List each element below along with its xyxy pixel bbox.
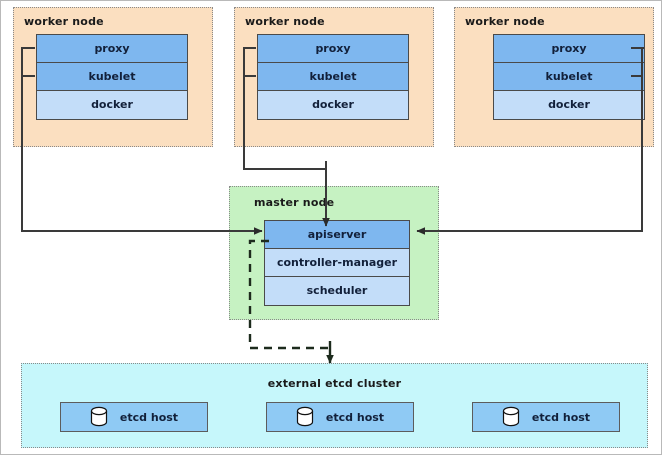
worker-node-group-3: worker node proxy kubelet docker <box>454 7 654 147</box>
component-docker-1[interactable]: docker <box>37 91 187 119</box>
component-docker-3[interactable]: docker <box>494 91 644 119</box>
component-scheduler[interactable]: scheduler <box>265 277 409 305</box>
worker-node-group-2: worker node proxy kubelet docker <box>234 7 434 147</box>
database-cylinder-icon <box>296 406 314 428</box>
etcd-host-3[interactable]: etcd host <box>472 402 620 432</box>
etcd-cluster-title: external etcd cluster <box>267 377 402 390</box>
etcd-cluster-group: external etcd cluster etcd host etcd hos… <box>21 363 648 448</box>
component-controller-manager[interactable]: controller-manager <box>265 249 409 277</box>
component-proxy-2[interactable]: proxy <box>258 35 408 63</box>
worker-node-title-2: worker node <box>245 15 325 28</box>
component-proxy-1[interactable]: proxy <box>37 35 187 63</box>
master-component-stack: apiserver controller-manager scheduler <box>264 220 410 306</box>
worker-node-group-1: worker node proxy kubelet docker <box>13 7 213 147</box>
component-proxy-3[interactable]: proxy <box>494 35 644 63</box>
worker-node-title-1: worker node <box>24 15 104 28</box>
component-kubelet-3[interactable]: kubelet <box>494 63 644 91</box>
component-kubelet-2[interactable]: kubelet <box>258 63 408 91</box>
etcd-host-label-2: etcd host <box>325 410 385 424</box>
database-cylinder-icon <box>502 406 520 428</box>
worker-component-stack-1: proxy kubelet docker <box>36 34 188 120</box>
database-cylinder-icon <box>90 406 108 428</box>
master-node-title: master node <box>254 196 335 209</box>
etcd-host-label-1: etcd host <box>119 410 179 424</box>
etcd-host-label-3: etcd host <box>531 410 591 424</box>
worker-component-stack-3: proxy kubelet docker <box>493 34 645 120</box>
worker-node-title-3: worker node <box>465 15 545 28</box>
component-docker-2[interactable]: docker <box>258 91 408 119</box>
etcd-host-2[interactable]: etcd host <box>266 402 414 432</box>
worker-component-stack-2: proxy kubelet docker <box>257 34 409 120</box>
component-kubelet-1[interactable]: kubelet <box>37 63 187 91</box>
component-apiserver[interactable]: apiserver <box>265 221 409 249</box>
etcd-host-1[interactable]: etcd host <box>60 402 208 432</box>
master-node-group: master node apiserver controller-manager… <box>229 186 439 320</box>
